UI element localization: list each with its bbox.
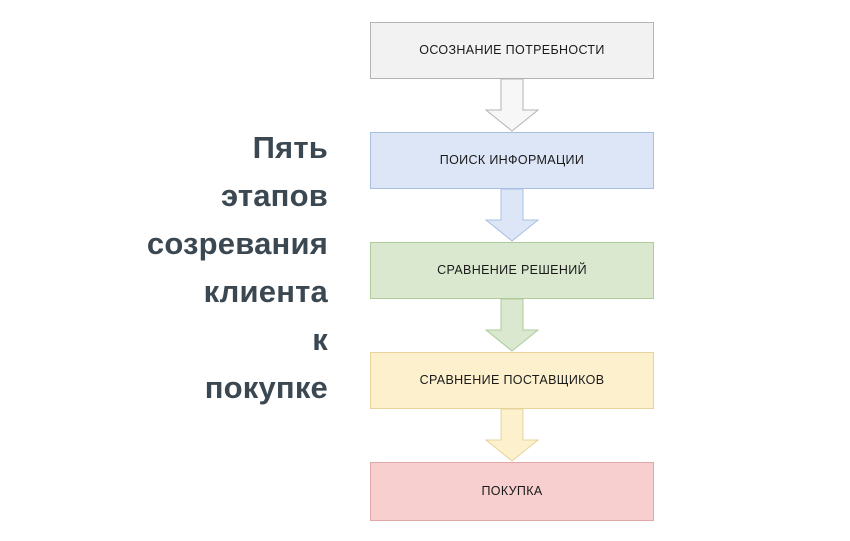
stage-box-information-search[interactable]: ПОИСК ИНФОРМАЦИИ xyxy=(370,132,654,189)
stage-label-information-search: ПОИСК ИНФОРМАЦИИ xyxy=(439,153,585,167)
stage-label-purchase: ПОКУПКА xyxy=(481,484,543,498)
arrow-solutions-to-suppliers xyxy=(485,299,539,352)
page-title: Пять этапов созревания клиента к покупке xyxy=(146,130,328,405)
arrow-search-to-solutions xyxy=(485,189,539,242)
stage-label-supplier-comparison: СРАВНЕНИЕ ПОСТАВЩИКОВ xyxy=(419,373,605,387)
down-arrow-icon xyxy=(485,409,539,462)
down-arrow-icon xyxy=(485,189,539,242)
down-arrow-icon xyxy=(485,79,539,132)
customer-journey-flow: ОСОЗНАНИЕ ПОТРЕБНОСТИ ПОИСК ИНФОРМАЦИИ С… xyxy=(370,22,654,521)
stage-label-awareness: ОСОЗНАНИЕ ПОТРЕБНОСТИ xyxy=(419,43,605,57)
stage-box-solution-comparison[interactable]: СРАВНЕНИЕ РЕШЕНИЙ xyxy=(370,242,654,299)
stage-box-supplier-comparison[interactable]: СРАВНЕНИЕ ПОСТАВЩИКОВ xyxy=(370,352,654,409)
arrow-suppliers-to-purchase xyxy=(485,409,539,462)
arrow-awareness-to-search xyxy=(485,79,539,132)
down-arrow-icon xyxy=(485,299,539,352)
stage-box-purchase[interactable]: ПОКУПКА xyxy=(370,462,654,521)
stage-label-solution-comparison: СРАВНЕНИЕ РЕШЕНИЙ xyxy=(437,263,587,277)
stage-box-awareness[interactable]: ОСОЗНАНИЕ ПОТРЕБНОСТИ xyxy=(370,22,654,79)
